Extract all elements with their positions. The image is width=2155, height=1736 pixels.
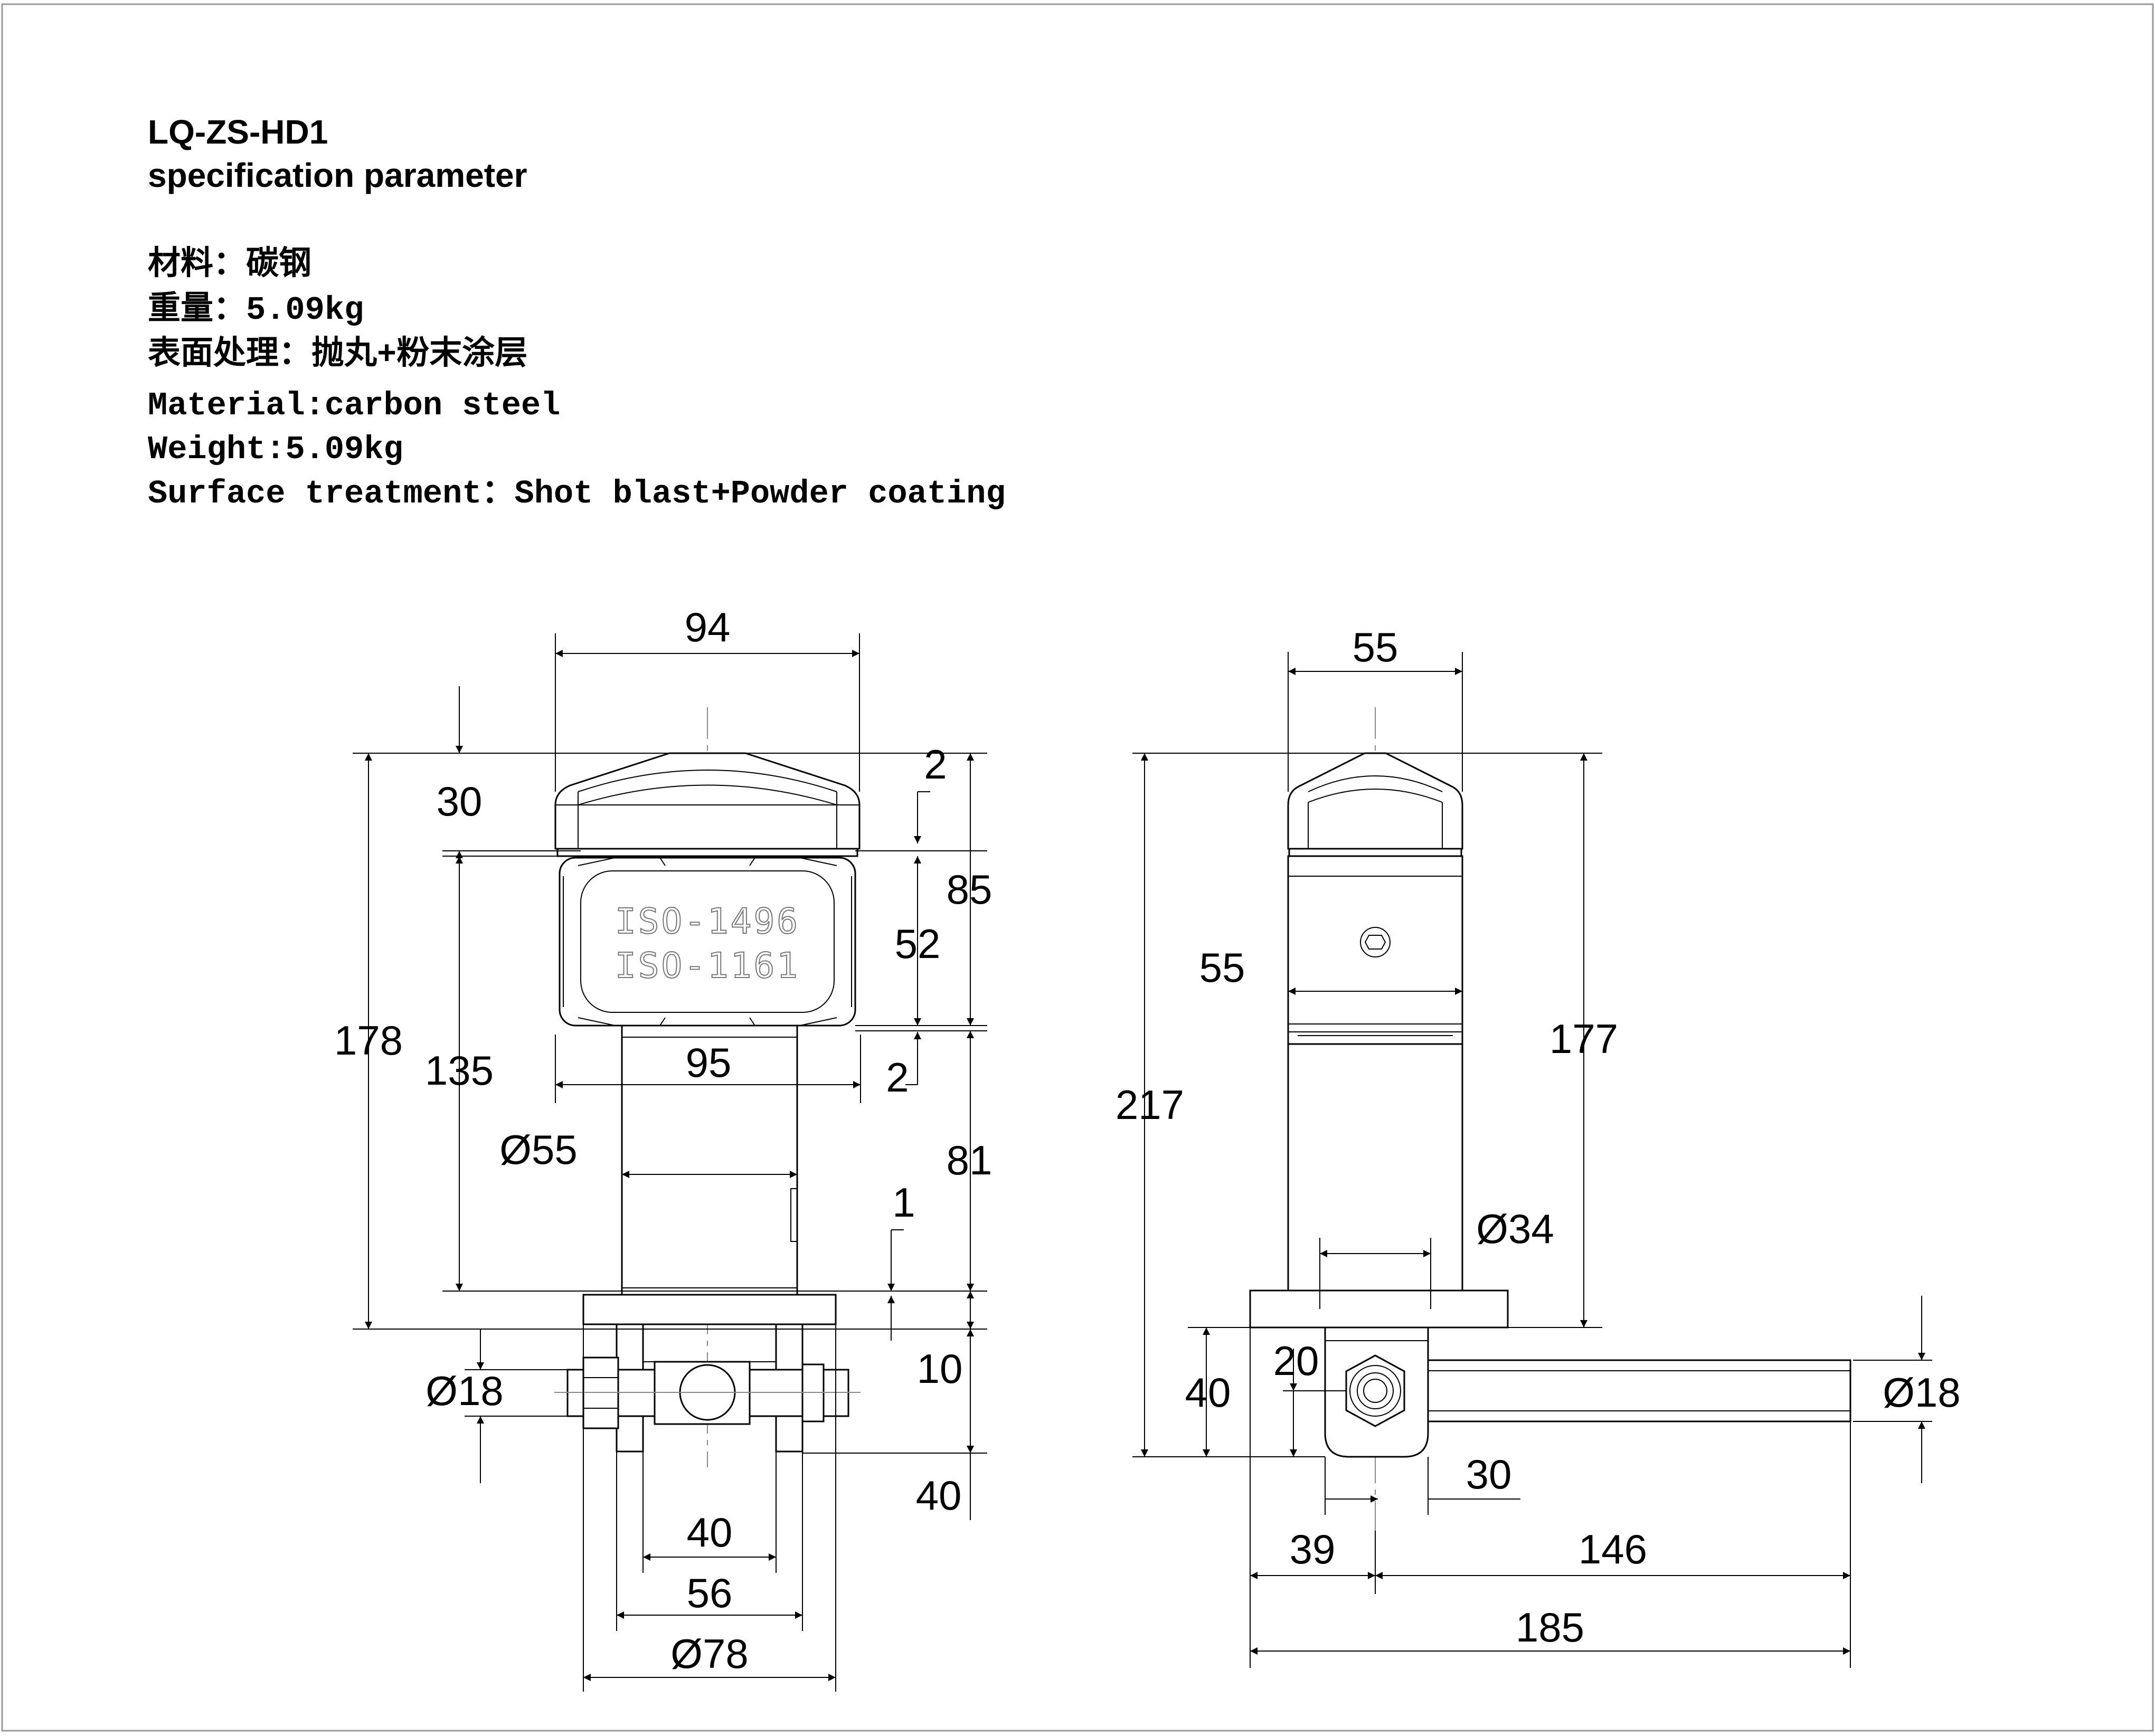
spec-weight-cn: 重量：5.09kg [148,291,364,329]
dim-front-shaft-length: 81 [947,1137,993,1183]
spec-surface-cn: 表面处理：抛丸+粉末涂层 [148,336,528,374]
dim-front-shaft-height: 135 [425,1047,494,1094]
side-plate [1288,848,1462,857]
side-flange [1249,1289,1509,1329]
side-view [1249,707,1851,1531]
iso-1496-marking: ISO-1496 [615,901,800,942]
front-shaft [621,1024,798,1296]
dim-side-lug-width: 30 [1466,1451,1512,1497]
dim-front-inner-width: 40 [687,1509,733,1555]
dim-front-shaft-diameter: Ø55 [499,1126,577,1173]
dim-front-width-lower: 95 [686,1039,732,1086]
dim-front-pin-diameter: Ø18 [426,1368,503,1414]
side-body-block [1287,855,1463,1045]
front-dimensions: 94 30 178 135 2 85 52 95 [334,604,992,1692]
spec-material-cn: 材料：碳钢 [148,246,312,284]
dim-front-cap-height: 30 [437,778,483,824]
spec-surface-en: Surface treatment：Shot blast+Powder coat… [148,475,1006,513]
spec-material-en: Material:carbon steel [148,387,561,424]
dim-side-bracket-height: 40 [1185,1369,1231,1416]
front-flange [582,1294,837,1325]
dim-side-pin-diameter: Ø18 [1883,1369,1960,1416]
front-plate [556,848,858,857]
dim-front-width-top: 94 [685,604,731,650]
dim-side-pin-offset: 20 [1273,1337,1319,1384]
dim-front-gap-lower: 2 [886,1054,909,1101]
dim-side-upper-height: 177 [1549,1016,1618,1062]
dim-front-bracket-width: 56 [687,1570,733,1616]
front-body-block [559,857,856,1027]
iso-1161-marking: ISO-1161 [615,945,800,986]
model-number: LQ-ZS-HD1 [148,113,328,151]
dim-side-overall-length: 185 [1516,1604,1584,1650]
dim-front-flange-diameter: Ø78 [670,1630,748,1677]
side-handle [1427,1359,1851,1422]
spec-weight-en: Weight:5.09kg [148,431,403,468]
front-view: ISO-1496 ISO-1161 [554,707,861,1467]
dim-side-width-top: 55 [1353,624,1398,670]
subtitle: specification parameter [148,156,527,194]
dim-front-body-height: 85 [947,866,993,913]
side-pivot-nut [1345,1354,1405,1427]
dim-side-block-width: 55 [1199,944,1245,991]
sheet-border [1,3,2154,1732]
dim-front-flange-thickness: 10 [917,1345,963,1392]
dim-front-total-height: 178 [334,1017,403,1064]
side-dimensions: 55 55 217 177 Ø34 20 40 Ø18 [1116,624,1961,1668]
side-shaft [1287,1043,1463,1292]
front-pin [554,1356,861,1429]
dim-side-handle-length: 146 [1579,1526,1647,1572]
dim-front-block-height: 52 [895,921,941,967]
dim-front-gap-top: 2 [924,741,947,788]
dim-side-neck-diameter: Ø34 [1476,1206,1554,1252]
dim-front-bracket-height: 40 [916,1472,962,1519]
side-cap [1287,752,1463,850]
front-cap [554,752,861,850]
dim-side-total-height: 217 [1116,1082,1184,1128]
dim-front-offset: 1 [892,1179,915,1226]
dim-side-left-offset: 39 [1290,1526,1336,1572]
